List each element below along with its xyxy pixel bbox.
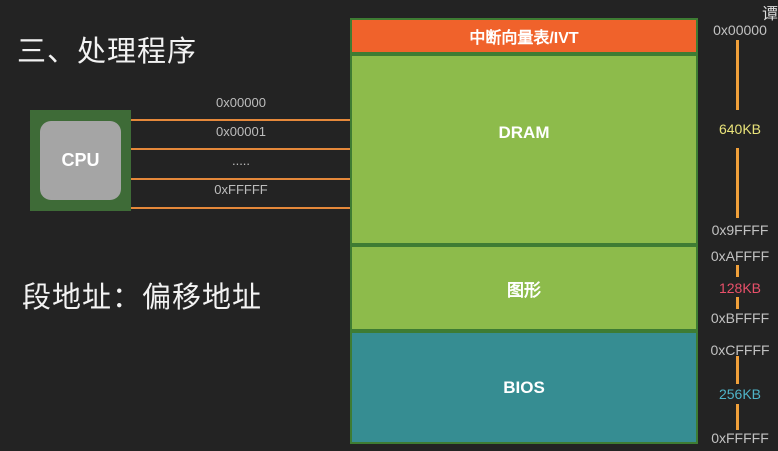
cpu-chip: CPU bbox=[40, 121, 121, 200]
address-0xaffff: 0xAFFFF bbox=[710, 248, 770, 264]
slide-title: 三、处理程序 bbox=[17, 34, 198, 68]
size-label-graphics: 128KB bbox=[718, 280, 762, 296]
bus-label-3: 0xFFFFF bbox=[214, 182, 268, 197]
size-label-dram: 640KB bbox=[718, 121, 762, 137]
address-0xfffff: 0xFFFFF bbox=[711, 430, 769, 446]
address-0xbffff: 0xBFFFF bbox=[710, 310, 770, 326]
size-label-bios: 256KB bbox=[718, 386, 762, 402]
address-0xcffff: 0xCFFFF bbox=[710, 342, 770, 358]
bios-range-line-top bbox=[736, 356, 739, 384]
graphics-range-line-bottom bbox=[736, 297, 739, 309]
segment-offset-label: 段地址：偏移地址 bbox=[22, 280, 263, 314]
memory-region-ivt: 中断向量表/IVT bbox=[350, 18, 698, 54]
address-0x9ffff: 0x9FFFF bbox=[711, 222, 769, 238]
graphics-range-line-top bbox=[736, 265, 739, 277]
memory-region-graphics: 图形 bbox=[350, 245, 698, 331]
bus-line-0 bbox=[131, 119, 351, 121]
bus-line-3 bbox=[131, 207, 351, 209]
bus-label-2: ..... bbox=[231, 153, 251, 168]
address-0x00000: 0x00000 bbox=[713, 22, 767, 38]
cpu-board: CPU bbox=[30, 110, 131, 211]
bios-range-line-bottom bbox=[736, 404, 739, 430]
memory-region-dram: DRAM bbox=[350, 54, 698, 245]
bus-label-1: 0x00001 bbox=[216, 124, 266, 139]
dram-range-line-top bbox=[736, 40, 739, 110]
bus-label-0: 0x00000 bbox=[216, 95, 266, 110]
bus-line-2 bbox=[131, 178, 351, 180]
dram-range-line-bottom bbox=[736, 148, 739, 218]
corner-watermark: 谭 bbox=[761, 4, 778, 23]
memory-region-bios: BIOS bbox=[350, 331, 698, 444]
bus-line-1 bbox=[131, 148, 351, 150]
